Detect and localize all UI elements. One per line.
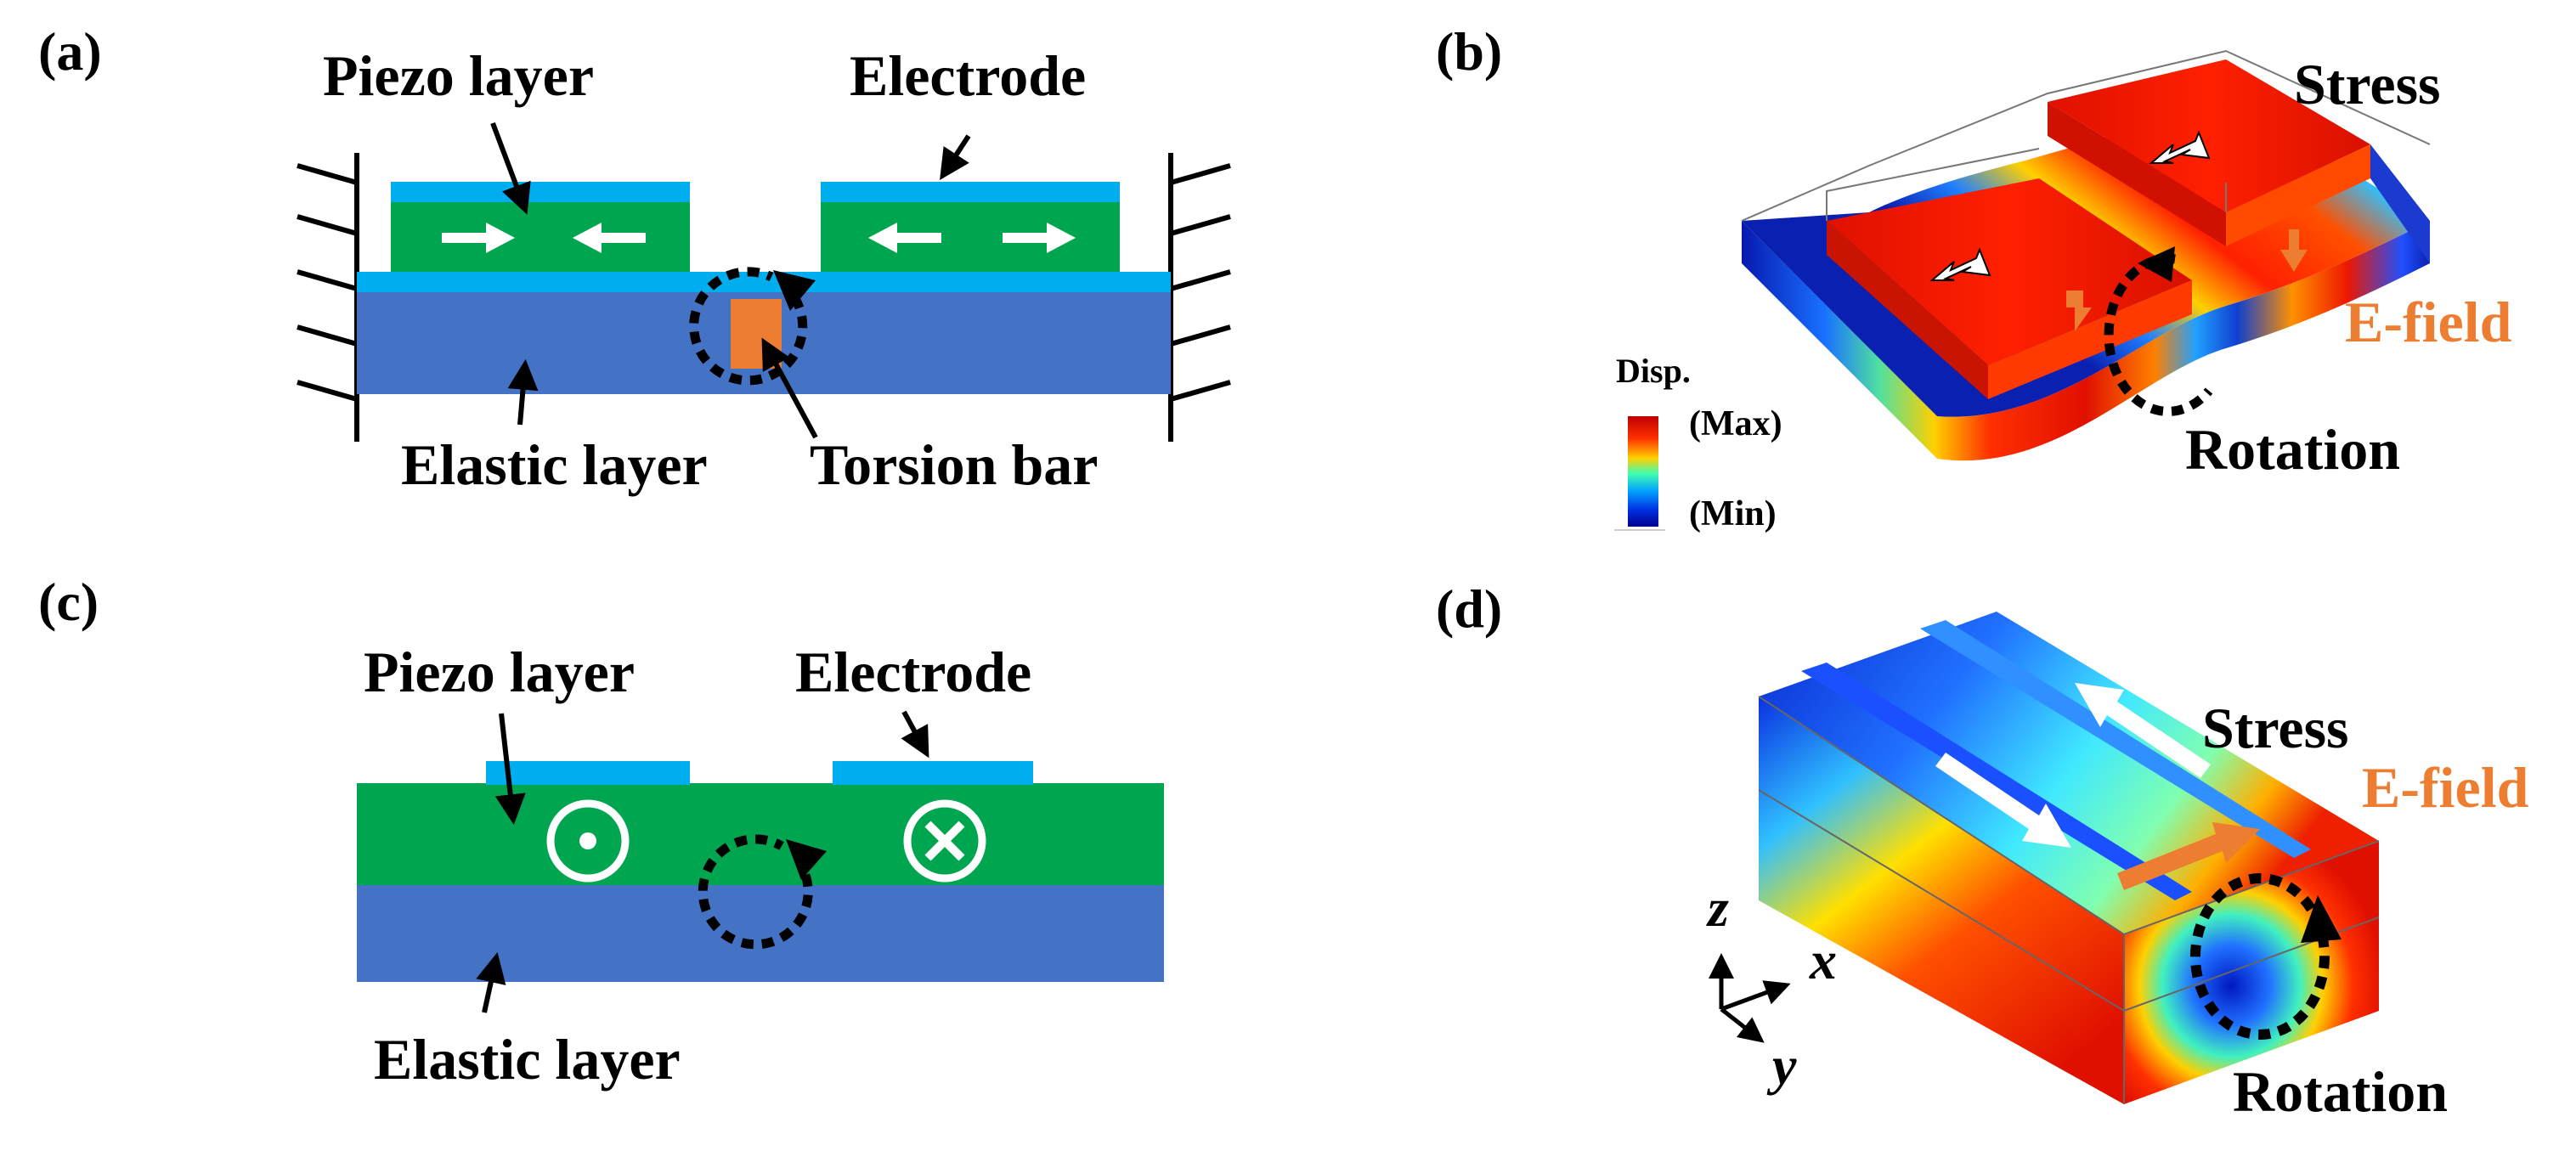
elastic-layer-label-a: Elastic layer (401, 432, 708, 497)
panel-a: (a) (38, 21, 1231, 497)
x-axis-line (1720, 980, 1791, 1012)
elastic-layer-label-c: Elastic layer (374, 1027, 681, 1091)
legend-colorbar (1628, 416, 1658, 527)
panel-a-tag: (a) (38, 21, 102, 82)
panel-b: (b) (1436, 21, 2512, 533)
leader-arrows-a (490, 121, 971, 439)
electrode-right-c (833, 761, 1033, 785)
axis-z-label: z (1706, 877, 1729, 938)
rotation-indicator-a (689, 267, 816, 386)
rotation-indicator-d (2190, 873, 2342, 1040)
electrode-label-a: Electrode (850, 43, 1086, 108)
electrode-left (391, 182, 690, 202)
torsion-bar-label: Torsion bar (810, 432, 1098, 497)
stress-label-d: Stress (2202, 696, 2349, 760)
rotation-label-b: Rotation (2185, 417, 2400, 482)
piezo-block-right (821, 200, 1120, 272)
legend-min-label: (Min) (1689, 494, 1777, 533)
electrode-left-c (486, 761, 690, 785)
polarization-arrows-a (442, 223, 1076, 253)
axis-triad (1709, 953, 1791, 1043)
panel-c-tag: (c) (38, 572, 99, 632)
stress-arrows-d (1935, 683, 2211, 848)
bottom-electrode (357, 272, 1171, 292)
polarization-out-of-page-icon (546, 799, 630, 883)
deformed-body-b (1741, 49, 2431, 461)
efield-label-d: E-field (2362, 755, 2529, 820)
stress-arrows-b (1929, 130, 2211, 281)
axis-y-label: y (1766, 1035, 1797, 1096)
efield-label-b: E-field (2345, 290, 2512, 354)
axis-x-label: x (1809, 930, 1837, 990)
piezo-layer-label-c: Piezo layer (364, 640, 635, 704)
efield-arrows-b (2066, 229, 2308, 331)
leader-arrows-c (476, 710, 929, 1013)
panel-d: (d) (1436, 578, 2529, 1124)
electrode-right (821, 182, 1120, 202)
polarization-into-page-icon (903, 799, 986, 883)
electrode-label-c: Electrode (795, 640, 1031, 704)
elastic-layer-block-c (357, 883, 1164, 982)
left-clamp (297, 153, 359, 442)
efield-arrow-d (2117, 822, 2260, 890)
rotation-indicator-b (2104, 246, 2213, 416)
rotation-label-d: Rotation (2233, 1059, 2448, 1124)
legend-title: Disp. (1616, 352, 1691, 390)
rotation-indicator-c (698, 834, 827, 950)
panel-c: (c) Piezo layer Electrode Elastic (38, 572, 1164, 1091)
piezo-layer-label-a: Piezo layer (323, 43, 594, 108)
legend-max-label: (Max) (1689, 404, 1782, 443)
right-clamp (1168, 153, 1231, 442)
y-axis-line (1720, 1007, 1765, 1043)
panel-b-tag: (b) (1436, 21, 1502, 82)
color-legend: Disp. (Max) (Min) (1614, 352, 1782, 533)
panel-d-tag: (d) (1436, 578, 1502, 639)
stress-label-b: Stress (2294, 52, 2441, 116)
piezo-layer-block-c (357, 783, 1164, 885)
